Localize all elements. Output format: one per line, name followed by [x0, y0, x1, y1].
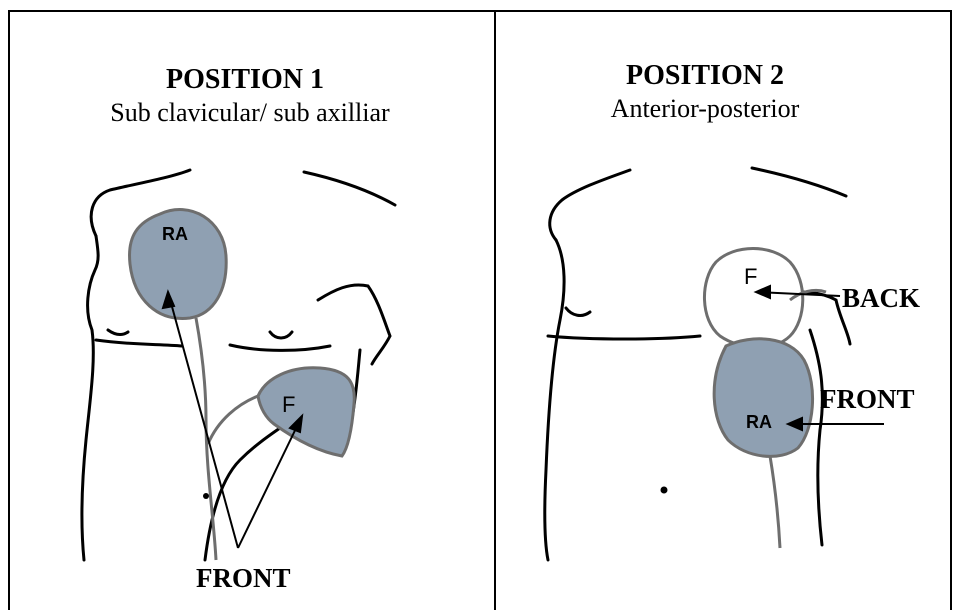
f-pad-back-2	[704, 249, 826, 348]
ra-pad-front-2-label: RA	[746, 412, 772, 433]
torso-1-outline	[82, 170, 395, 560]
navel-dot-1	[203, 493, 209, 499]
f-pad-back-2-label: F	[744, 264, 757, 290]
ra-pad-1-label: RA	[162, 224, 188, 245]
front-label-2: FRONT	[820, 384, 915, 415]
ra-pad-front-2	[714, 339, 812, 548]
position-1-title: POSITION 1	[80, 64, 410, 96]
front-label-1: FRONT	[196, 563, 291, 594]
position-1-subtitle: Sub clavicular/ sub axilliar	[70, 98, 430, 128]
position-2-title: POSITION 2	[560, 60, 850, 92]
position-2-subtitle: Anterior-posterior	[560, 94, 850, 124]
ra-pad-1	[130, 210, 227, 560]
f-pad-1-label: F	[282, 392, 295, 418]
back-label: BACK	[842, 283, 920, 314]
